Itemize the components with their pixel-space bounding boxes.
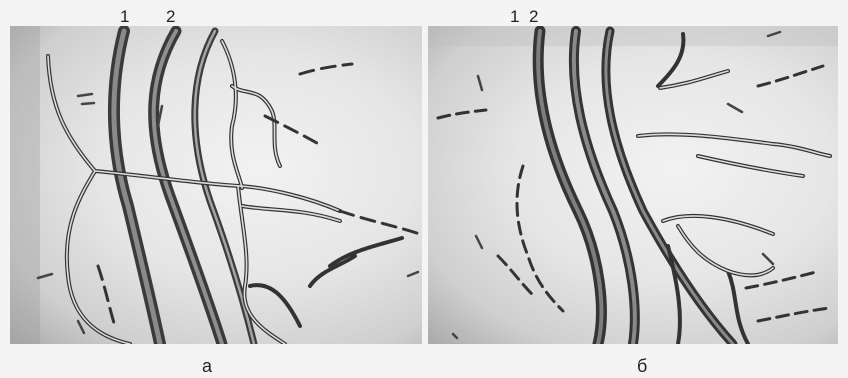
retina-image-panel-b — [428, 26, 838, 344]
vessel-label-2-b: 2 — [529, 8, 538, 25]
vessel-label-1-b: 1 — [510, 8, 519, 25]
vessel-tracing-b — [428, 26, 838, 344]
vessel-label-1-a: 1 — [120, 8, 129, 25]
panel-caption-b: б — [637, 357, 647, 375]
vessel-label-2-a: 2 — [166, 8, 175, 25]
vessel-tracing-a — [10, 26, 422, 344]
retina-image-panel-a — [10, 26, 422, 344]
panel-caption-a: а — [202, 357, 212, 375]
vessel-2-a — [154, 31, 222, 344]
